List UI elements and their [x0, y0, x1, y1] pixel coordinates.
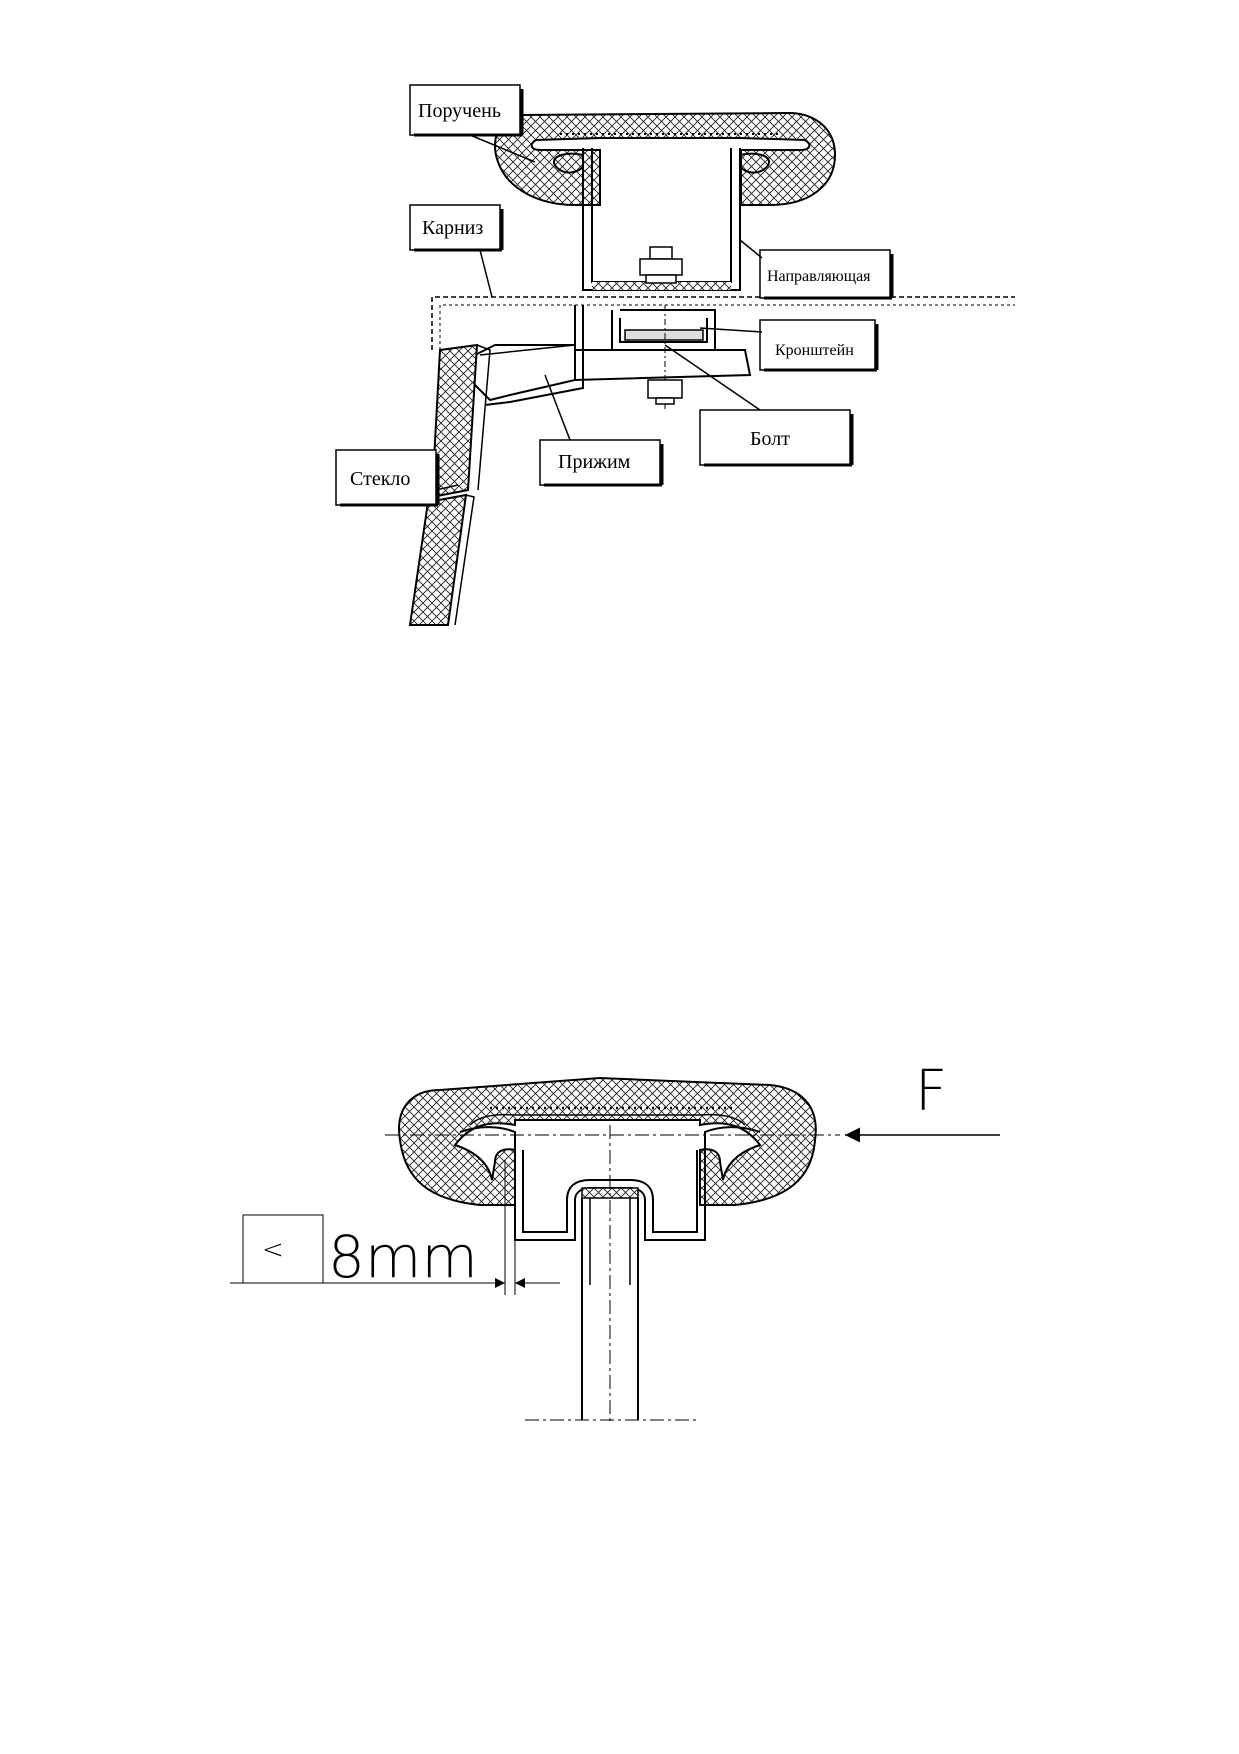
label-bolt: Болт: [664, 344, 854, 467]
label-handrail-text: Поручень: [418, 100, 501, 122]
label-bolt-text: Болт: [750, 428, 790, 450]
cornice-line: [431, 296, 1015, 350]
dimension-value: 8mm: [328, 1223, 478, 1291]
dimension-less-sign: <: [262, 1235, 284, 1265]
force-label: F: [915, 1059, 947, 1124]
label-guide-text: Направляющая: [767, 268, 871, 285]
diagram-bottom-handrail-section: F < 8mm: [230, 1059, 1000, 1425]
glass-panel: [408, 343, 479, 626]
label-clamp-text: Прижим: [558, 451, 631, 473]
force-arrow: F: [845, 1059, 1000, 1143]
handrail-section-profile: [398, 1076, 817, 1206]
label-cornice-text: Карниз: [422, 217, 483, 239]
label-handrail: Поручень: [409, 84, 536, 163]
nut-top: [649, 246, 673, 260]
post-section: [525, 1125, 700, 1425]
label-glass: Стекло: [335, 449, 459, 507]
label-bracket-text: Кронштейн: [775, 342, 854, 359]
bolt-part: [647, 305, 683, 410]
clamp-part: [468, 305, 584, 406]
label-guide: Направляющая: [739, 239, 894, 300]
label-cornice: Карниз: [409, 204, 504, 298]
dimension-box: [242, 1214, 324, 1284]
label-bracket: Кронштейн: [699, 319, 879, 372]
diagram-top-handrail-assembly: Поручень Карниз Направляющая Кронштейн: [335, 84, 1015, 626]
label-clamp: Прижим: [539, 374, 664, 487]
label-glass-text: Стекло: [350, 468, 410, 490]
gap-dimension: < 8mm: [230, 1160, 560, 1295]
handrail-profile: [494, 111, 837, 206]
